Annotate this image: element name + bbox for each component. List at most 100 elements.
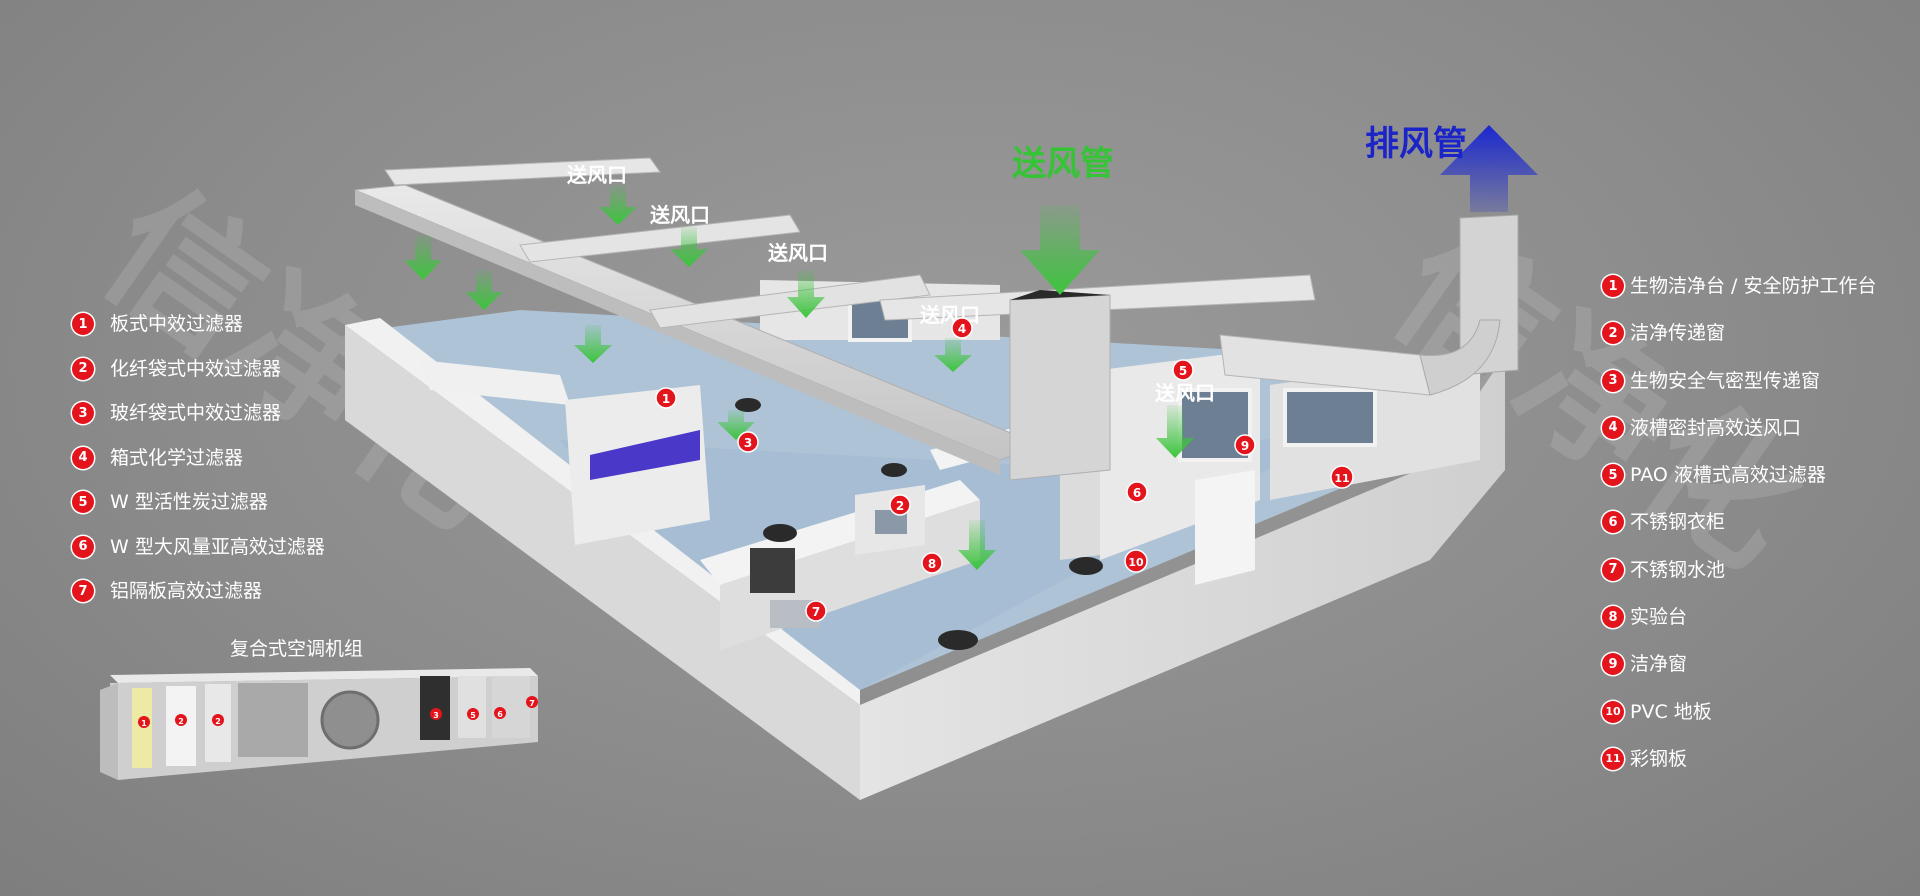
legend-number-badge: 4 (1602, 416, 1624, 439)
svg-text:11: 11 (1334, 472, 1349, 485)
svg-text:6: 6 (1133, 486, 1141, 500)
supply-arrow-1 (404, 235, 442, 280)
ductwork (354, 157, 1519, 481)
room-marker-4: 4 (951, 317, 973, 339)
hvac-subhepa (458, 676, 486, 738)
room-marker-6: 6 (1126, 481, 1148, 503)
legend-label: 洁净传递窗 (1630, 322, 1726, 345)
legend-number-badge: 2 (1602, 322, 1624, 345)
legend-item: 4 液槽密封高效送风口 (1602, 416, 1876, 464)
supply-arrow-9 (1156, 405, 1194, 458)
stool-5 (735, 398, 761, 412)
supply-arrow-10 (958, 520, 996, 570)
supply-arrow-2 (465, 270, 503, 310)
lab-bench-left (420, 360, 570, 405)
svg-text:4: 4 (958, 322, 966, 336)
exhaust-arrow (1440, 125, 1538, 212)
legend-number-badge: 2 (72, 357, 94, 380)
legend-number-badge: 5 (1602, 464, 1624, 487)
supply-arrow-3 (599, 185, 637, 225)
hvac-carbon-filter (420, 676, 450, 740)
legend-label: PVC 地板 (1630, 700, 1712, 723)
legend-label: 板式中效过滤器 (110, 313, 244, 335)
supply-outlet-label-2: 送风口 (650, 203, 710, 227)
room-markers: 1 2 3 4 5 6 7 8 9 10 11 (655, 317, 1354, 622)
svg-text:5: 5 (1179, 364, 1187, 378)
room-marker-11: 11 (1330, 465, 1354, 489)
legend-item: 11 彩钢板 (1602, 747, 1876, 795)
hvac-front (100, 683, 118, 780)
room-marker-7: 7 (805, 600, 827, 622)
legend-label: 箱式化学过滤器 (110, 446, 244, 469)
legend-number-badge: 1 (72, 313, 94, 335)
legend-label: PAO 液槽式高效过滤器 (1630, 464, 1826, 487)
legend-item: 2 化纤袋式中效过滤器 (72, 357, 325, 403)
supply-outlet-label-3: 送风口 (768, 241, 828, 265)
locker (1195, 470, 1255, 585)
stool-1 (763, 524, 797, 542)
svg-text:2: 2 (896, 499, 904, 513)
legend-number-badge: 10 (1602, 700, 1624, 723)
legend-label: 不锈钢衣柜 (1630, 511, 1726, 534)
svg-text:1: 1 (141, 719, 147, 728)
hvac-coil (238, 683, 308, 757)
legend-label: 液槽密封高效送风口 (1630, 416, 1802, 439)
hvac-unit: 1 2 2 3 5 6 7 (100, 668, 538, 780)
hvac-top (110, 668, 538, 683)
supply-arrow-4 (670, 227, 708, 267)
room-marker-9: 9 (1234, 434, 1256, 456)
hvac-marker-1: 1 (138, 716, 150, 728)
legend-label: 不锈钢水池 (1630, 558, 1726, 581)
legend-item: 6 W 型大风量亚高效过滤器 (72, 535, 325, 581)
supply-riser (1009, 294, 1111, 481)
hvac-marker-6: 6 (494, 707, 506, 719)
equipment-legend: 1 生物洁净台 / 安全防护工作台 2 洁净传递窗 3 生物安全气密型传递窗 4 液槽密… (1602, 275, 1876, 795)
stool-2 (1069, 557, 1103, 575)
duct-branch-3 (649, 274, 931, 329)
legend-item: 3 生物安全气密型传递窗 (1602, 369, 1876, 417)
duct-branch-1 (384, 157, 661, 186)
pegboard (750, 548, 795, 593)
legend-label: 化纤袋式中效过滤器 (110, 357, 282, 380)
legend-label: 彩钢板 (1630, 747, 1688, 770)
stool-4 (881, 463, 907, 477)
hvac-marker-3: 3 (430, 708, 442, 720)
legend-label: W 型大风量亚高效过滤器 (110, 535, 325, 558)
legend-item: 5 PAO 液槽式高效过滤器 (1602, 464, 1876, 511)
svg-text:10: 10 (1128, 556, 1144, 569)
exhaust-elbow (1419, 319, 1501, 396)
legend-number-badge: 1 (1602, 275, 1624, 297)
hvac-fan (320, 690, 380, 750)
legend-label: 实验台 (1630, 606, 1688, 629)
svg-text:2: 2 (178, 717, 184, 726)
legend-label: 玻纤袋式中效过滤器 (110, 402, 282, 424)
legend-label: 生物安全气密型传递窗 (1630, 369, 1821, 392)
outer-wall-left (345, 325, 860, 800)
legend-number-badge: 3 (1602, 369, 1624, 392)
hvac-marker-5: 5 (467, 708, 479, 720)
legend-number-badge: 11 (1602, 747, 1624, 770)
room-marker-8: 8 (921, 552, 943, 574)
svg-text:1: 1 (662, 392, 670, 406)
biosafety-cabinet-panel (590, 430, 700, 480)
supply-arrow-5 (787, 270, 825, 318)
legend-item: 10 PVC 地板 (1602, 700, 1876, 748)
duct-branch-2 (519, 214, 801, 263)
supply-outlet-label-5: 送风口 (1155, 381, 1215, 405)
duct-main-side (355, 190, 1000, 475)
supply-arrows (404, 185, 1194, 570)
legend-number-badge: 5 (72, 491, 94, 513)
legend-label: 生物洁净台 / 安全防护工作台 (1630, 275, 1877, 297)
hvac-unit-title: 复合式空调机组 (230, 638, 364, 660)
supply-outlet-label-1: 送风口 (567, 163, 627, 187)
legend-number-badge: 6 (72, 535, 94, 558)
supply-arrow-7 (717, 410, 755, 440)
svg-text:3: 3 (433, 711, 439, 720)
